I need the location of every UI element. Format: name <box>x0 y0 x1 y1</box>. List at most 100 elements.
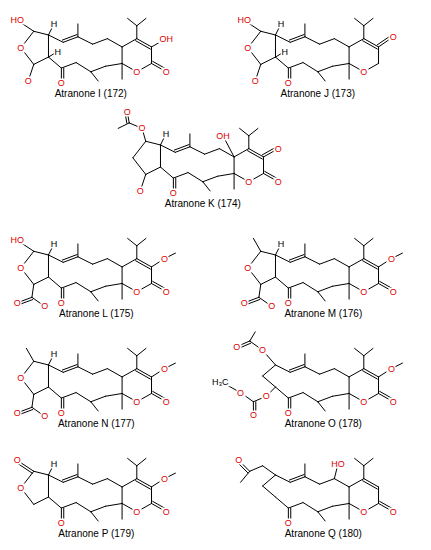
bond-line <box>122 393 123 409</box>
atom-label: H <box>50 459 59 468</box>
bond-line <box>303 503 318 512</box>
bond-line <box>62 365 77 371</box>
atom-label: O <box>24 76 33 85</box>
bond-line <box>318 66 333 72</box>
bond-line <box>122 479 137 487</box>
atom-label: O <box>284 408 293 417</box>
bond-line <box>349 503 350 519</box>
bond-line <box>250 332 256 341</box>
bond-line <box>77 24 78 37</box>
bond-line <box>93 259 108 265</box>
bond-line <box>263 157 264 174</box>
bond-line <box>288 503 303 509</box>
bond-line <box>304 464 305 477</box>
bond-line <box>349 267 350 284</box>
atom-label: O <box>136 186 145 195</box>
atom-label: O <box>169 188 178 197</box>
bond-line <box>122 377 123 394</box>
bond-line <box>234 173 235 189</box>
bond-line <box>63 367 78 373</box>
bond-line <box>137 18 146 25</box>
bond-line <box>318 286 333 292</box>
bond-line <box>320 259 335 265</box>
atom-label: O <box>240 298 249 307</box>
bond-line <box>146 141 161 145</box>
atom-label: O <box>162 397 171 406</box>
bond-line <box>106 63 123 66</box>
atom-label: O <box>40 302 49 311</box>
bond-line <box>259 284 261 297</box>
bond-line <box>63 37 78 43</box>
bond-line <box>261 277 276 284</box>
atom-label: O <box>16 373 25 382</box>
atom-label: O <box>57 78 66 87</box>
bond-line <box>91 72 98 81</box>
bond-line <box>62 475 77 481</box>
atom-label: O <box>389 507 398 516</box>
bond-line <box>305 257 320 264</box>
atom-label: O <box>162 67 171 76</box>
bond-line <box>250 466 263 472</box>
bond-line <box>261 57 276 64</box>
atom-label: O <box>389 397 398 406</box>
bond-line <box>122 283 123 299</box>
bond-line <box>78 257 93 264</box>
bond-line <box>290 257 305 263</box>
atom-label: O <box>243 43 252 52</box>
bond-line <box>34 251 49 255</box>
bond-line <box>263 475 276 486</box>
bond-line <box>305 367 320 374</box>
bond-line <box>363 466 364 479</box>
atom-label: O <box>132 397 141 406</box>
compound-label: Atranone Q (180) <box>284 529 363 539</box>
bond-line <box>363 41 378 49</box>
bond-line <box>334 479 349 487</box>
bond-line <box>349 377 350 394</box>
bond-line <box>106 503 123 506</box>
bond-line <box>290 477 305 483</box>
atom-label: O <box>132 507 141 516</box>
bond-line <box>349 47 350 64</box>
bond-line <box>146 167 161 174</box>
bond-line <box>136 481 151 489</box>
atom-label: O <box>387 364 396 373</box>
bond-line <box>234 157 235 174</box>
bond-line <box>76 393 91 402</box>
atom-label: O <box>57 298 66 307</box>
bond-line <box>34 471 49 475</box>
bond-line <box>174 145 189 151</box>
atom-label: O <box>132 287 141 296</box>
bond-line <box>62 255 77 261</box>
bond-line <box>190 147 205 154</box>
bond-line <box>248 136 249 149</box>
bond-line <box>355 348 364 355</box>
bond-line <box>61 393 76 399</box>
bond-line <box>136 261 151 269</box>
bond-line <box>122 63 123 79</box>
bond-line <box>61 63 76 69</box>
bond-line <box>137 238 146 245</box>
atom-label: O <box>160 364 169 373</box>
bond-line <box>91 286 106 292</box>
bond-line <box>234 149 249 157</box>
compound-label: Atranone L (175) <box>58 309 135 319</box>
bond-line <box>151 47 152 64</box>
bond-line <box>288 63 303 69</box>
bond-line <box>378 487 379 504</box>
bond-line <box>240 128 249 135</box>
bond-line <box>34 387 49 394</box>
bond-line <box>363 371 378 379</box>
atom-label: O <box>267 302 276 311</box>
bond-line <box>93 39 108 45</box>
bond-line <box>78 37 93 44</box>
bond-line <box>136 26 137 39</box>
bond-line <box>349 283 350 299</box>
bond-line <box>151 377 152 394</box>
bond-line <box>349 259 364 267</box>
atom-label: H <box>162 129 171 138</box>
compound-label: Atranone I (172) <box>54 89 128 99</box>
atom-label: H <box>277 19 286 28</box>
bond-line <box>333 503 350 506</box>
bond-line <box>318 292 325 301</box>
bond-line <box>318 506 333 512</box>
